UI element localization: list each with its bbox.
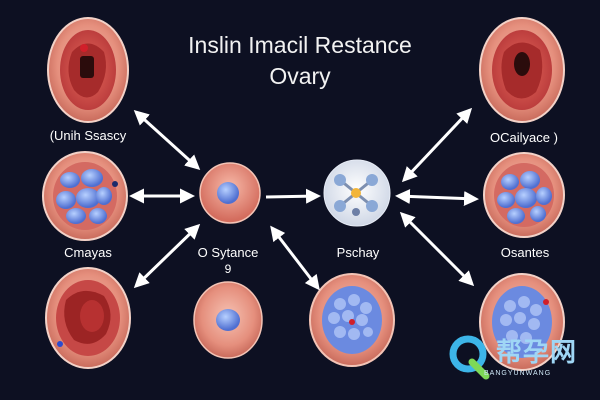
cell-top-left [47, 17, 129, 123]
watermark-subtext: BANGYUNWANG [484, 370, 552, 377]
q-logo-icon [449, 335, 490, 380]
cell-bottom-left [45, 267, 131, 369]
arrow-hub-topright [401, 107, 473, 183]
label-top-left: (Unih Ssascy [49, 128, 127, 143]
cell-top-right [479, 17, 565, 123]
watermark-text: 帮孕网 [496, 337, 578, 367]
cell-bottom-right [479, 273, 565, 371]
watermark: 帮孕网 BANGYUNWANG [446, 330, 596, 390]
cell-mid-left [42, 151, 128, 241]
arrows [129, 107, 479, 291]
label-center-pin: 9 [224, 262, 232, 276]
label-top-right: OCailyace ) [490, 130, 558, 145]
arrow-center-bottommid [270, 225, 320, 291]
label-center-node: O Sytance [197, 245, 259, 260]
label-hub: Pschay [336, 245, 380, 260]
arrow-hub-midright [395, 188, 479, 207]
cell-bottom-center [193, 281, 263, 359]
cell-bottom-mid-right [309, 273, 395, 367]
arrow-topleft-center [133, 109, 201, 171]
cell-mid-right [483, 152, 565, 238]
title-line-2: Ovary [269, 63, 331, 89]
label-mid-right: Osantes [500, 245, 550, 260]
arrow-center-hub [265, 188, 321, 204]
hub-molecule [323, 159, 391, 227]
arrow-hub-bottomright [399, 211, 475, 287]
center-node-cell [199, 162, 261, 224]
arrow-bottomleft-center [133, 223, 201, 289]
label-mid-left: Cmayas [64, 245, 112, 260]
title-line-1: Inslin Imacil Restance [188, 32, 412, 58]
